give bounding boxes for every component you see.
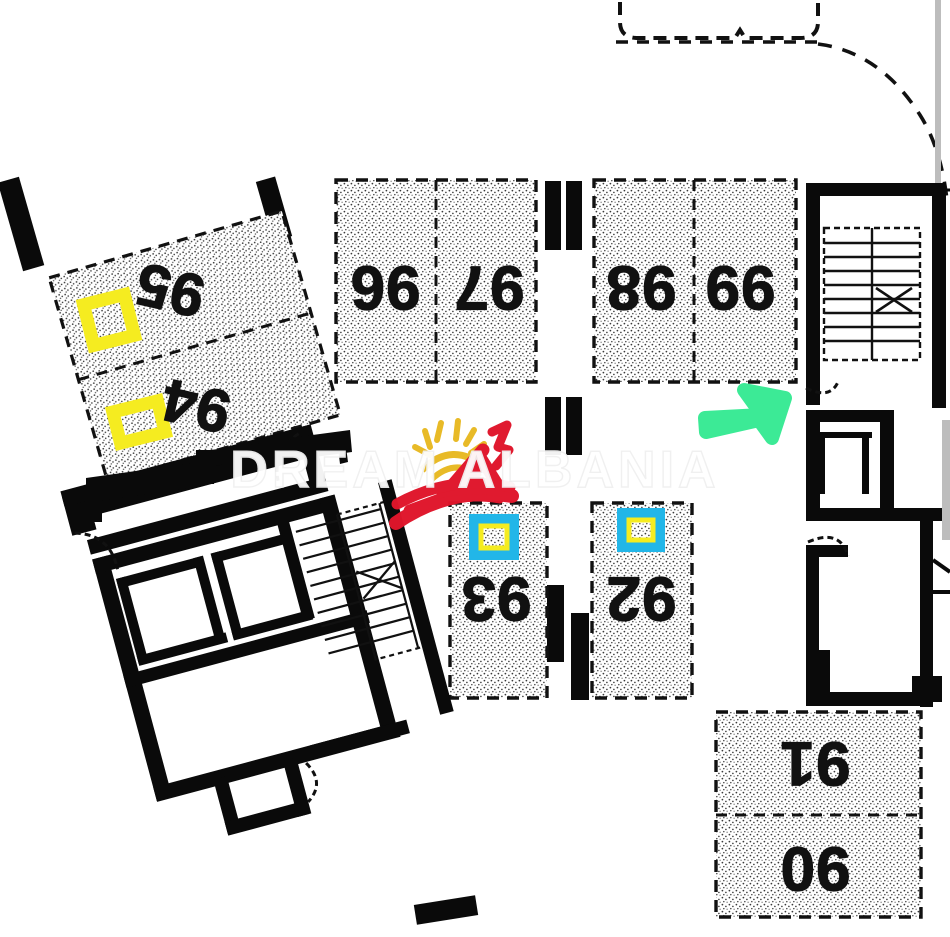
wall-bars-center-middle xyxy=(545,397,582,455)
unit-label-90: 90 xyxy=(780,834,851,903)
stairwell-upper xyxy=(822,226,922,362)
building-core-right xyxy=(805,183,950,707)
cyan-highlight-92 xyxy=(617,508,665,552)
unit-label-92: 92 xyxy=(606,564,677,633)
unit-label-98: 98 xyxy=(606,253,677,322)
unit-label-96: 96 xyxy=(350,253,421,322)
unit-block-92 xyxy=(590,501,694,700)
wall-bars-center-lower xyxy=(546,585,589,700)
unit-label-95: 95 xyxy=(129,250,211,331)
yellow-highlight-94 xyxy=(104,393,174,451)
unit-block-91-90 xyxy=(714,710,923,919)
unit-label-99: 99 xyxy=(705,253,776,322)
cyan-highlight-93 xyxy=(469,514,519,560)
wall-bar-bottom xyxy=(413,895,479,925)
unit-label-94: 94 xyxy=(155,366,237,447)
left-building-connector xyxy=(86,430,352,522)
unit-block-98-99 xyxy=(592,178,798,384)
top-dashed-outline xyxy=(616,0,949,201)
unit-label-93: 93 xyxy=(461,564,532,633)
unit-block-93 xyxy=(448,501,549,700)
yellow-highlight-95 xyxy=(75,286,143,354)
wall-bar-topleft-a xyxy=(0,176,45,272)
unit-block-96-97 xyxy=(334,178,538,384)
dream-albania-eagle-logo xyxy=(389,418,519,530)
watermark-brand-text: DREAM ALBANIA xyxy=(230,441,719,499)
green-arrow-mark xyxy=(698,383,792,445)
unit-label-91: 91 xyxy=(780,729,851,798)
unit-label-97: 97 xyxy=(454,253,525,322)
wall-bars-center-upper xyxy=(545,181,582,250)
